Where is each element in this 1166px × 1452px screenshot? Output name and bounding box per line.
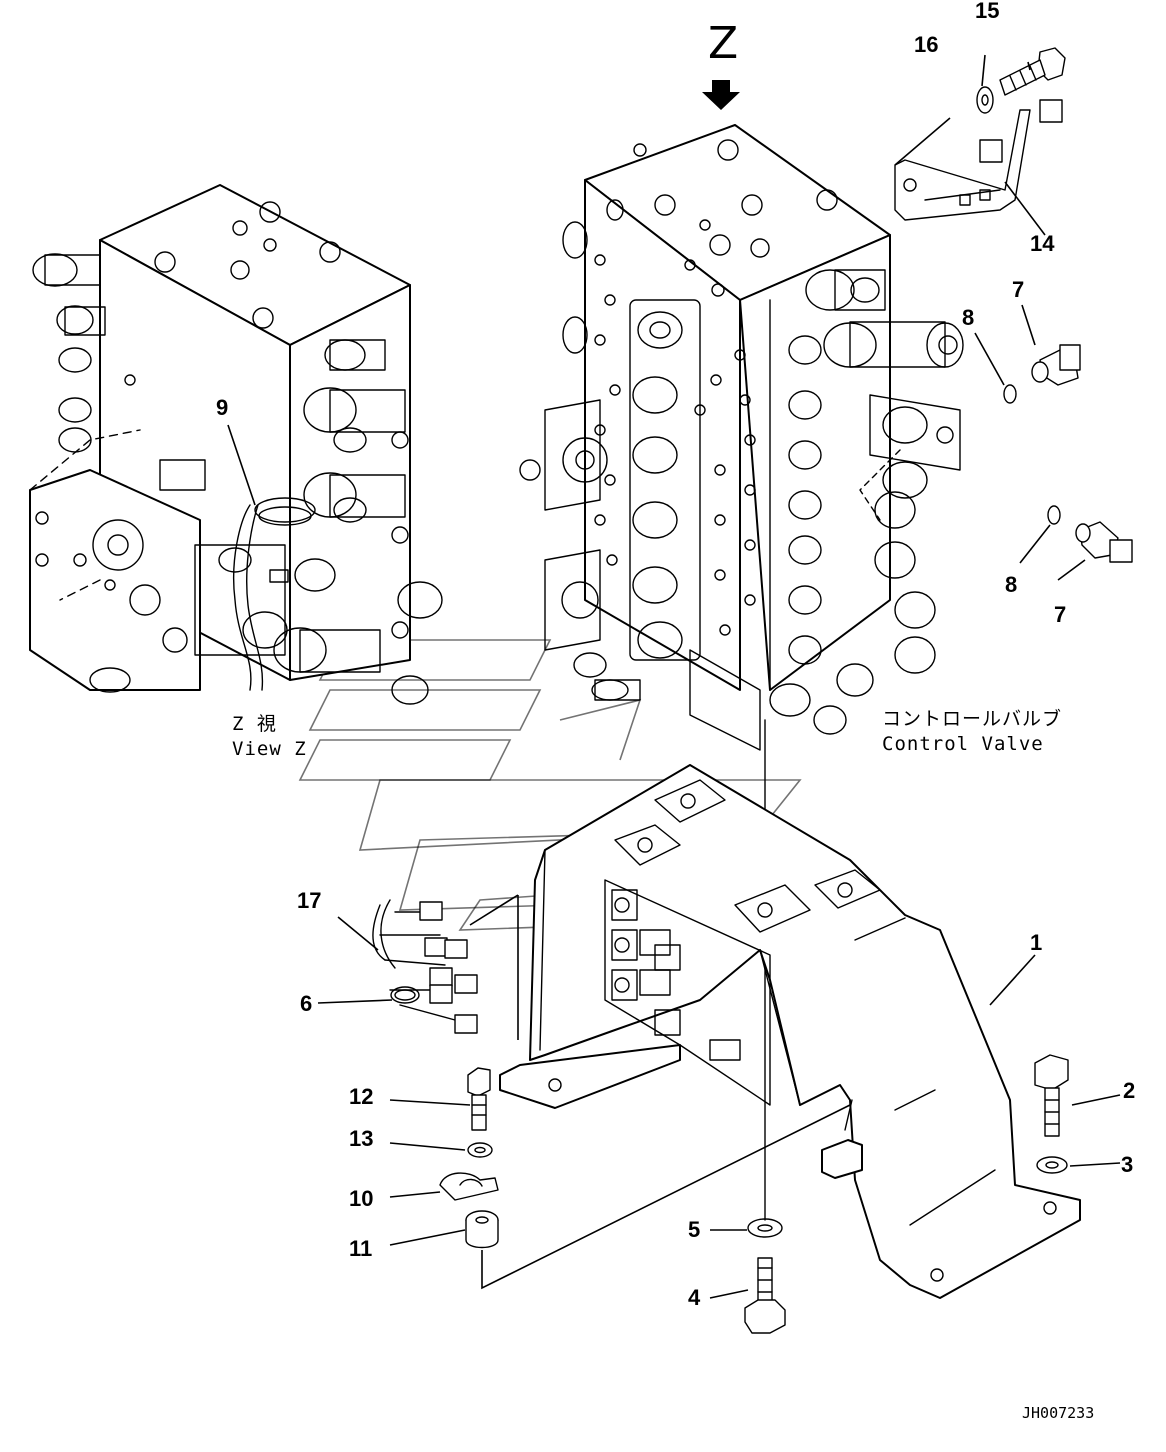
drawing-code: JH007233 [1022, 1404, 1094, 1422]
control-valve-main [519, 124, 964, 1221]
washer-5 [747, 1218, 783, 1238]
callout-8-upper: 8 [962, 305, 974, 330]
washer-16 [976, 86, 994, 114]
callout-8-lower: 8 [1005, 572, 1017, 597]
callout-6: 6 [300, 991, 312, 1016]
bolt-2 [1034, 1054, 1069, 1137]
labels: Z Z 視 View Z コントロールバルブ Control Valve JH0… [216, 0, 1135, 1422]
o-ring-8-upper [1003, 384, 1017, 404]
callout-13: 13 [349, 1126, 373, 1151]
view-z-control-valve [29, 184, 443, 705]
view-arrow-z [702, 80, 740, 110]
callout-3: 3 [1121, 1152, 1133, 1177]
wire-harness-9 [232, 497, 316, 691]
callout-10: 10 [349, 1186, 373, 1211]
spacer-11 [465, 1210, 499, 1249]
callout-16: 16 [914, 32, 938, 57]
bolt-12 [467, 1067, 491, 1131]
o-ring-8-lower [1047, 505, 1061, 525]
callout-12: 12 [349, 1084, 373, 1109]
callout-7-upper: 7 [1012, 277, 1024, 302]
pressure-sensor-7-lower [1075, 521, 1133, 563]
view-caption-en: View Z [232, 738, 307, 760]
band-6 [390, 986, 420, 1004]
callout-1: 1 [1030, 930, 1042, 955]
pressure-sensor-7-upper [1031, 344, 1081, 386]
callout-15: 15 [975, 0, 999, 23]
washer-3 [1036, 1156, 1068, 1174]
view-arrow-label: Z [708, 18, 738, 69]
bolt-15 [999, 47, 1066, 96]
wire-harness-17 [372, 899, 478, 1034]
callout-17: 17 [297, 888, 321, 913]
callout-14: 14 [1030, 231, 1055, 256]
bolt-4 [744, 1257, 786, 1334]
assembly-caption-en: Control Valve [882, 733, 1044, 755]
washer-13 [467, 1142, 493, 1158]
callout-2: 2 [1123, 1078, 1135, 1103]
callout-11: 11 [349, 1236, 372, 1261]
callout-9: 9 [216, 395, 228, 420]
clip-10 [439, 1172, 499, 1201]
callout-5: 5 [688, 1217, 700, 1242]
view-caption-jp: Z 視 [232, 713, 277, 735]
bracket-14 [894, 99, 1063, 221]
assembly-caption-jp: コントロールバルブ [882, 707, 1062, 730]
bracket-1 [499, 764, 1081, 1299]
leader-lines [227, 54, 1121, 1299]
callout-4: 4 [688, 1285, 701, 1310]
callout-7-lower: 7 [1054, 602, 1066, 627]
